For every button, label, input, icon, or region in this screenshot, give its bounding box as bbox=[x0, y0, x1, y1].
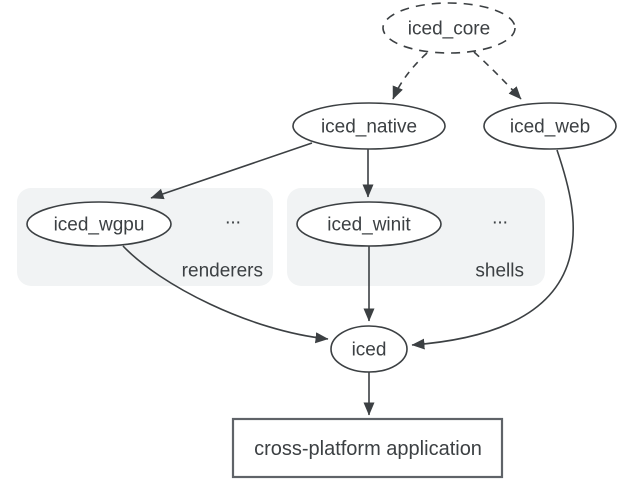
iced-native-ellipse bbox=[292, 102, 446, 150]
iced-core-label: iced_core bbox=[408, 19, 490, 40]
node-iced-core: iced_core bbox=[382, 2, 516, 54]
iced-web-label: iced_web bbox=[510, 117, 590, 138]
shells-ellipsis: ... bbox=[492, 208, 508, 229]
application-rect bbox=[231, 417, 504, 479]
iced-ellipse bbox=[330, 325, 408, 373]
renderers-group-label: renderers bbox=[182, 261, 263, 282]
node-iced-winit: iced_winit bbox=[296, 201, 442, 247]
iced-winit-ellipse bbox=[296, 201, 442, 247]
node-iced-web: iced_web bbox=[483, 102, 617, 150]
node-cross-platform-application: cross-platform application bbox=[231, 417, 504, 479]
iced-native-label: iced_native bbox=[321, 117, 417, 138]
edge-iced_wgpu-to-iced bbox=[122, 245, 329, 344]
renderers-ellipsis: ... bbox=[225, 208, 241, 229]
edge-iced_web-to-iced bbox=[411, 149, 575, 350]
iced-wgpu-ellipse bbox=[26, 201, 172, 247]
edge-iced_core-to-iced_web bbox=[473, 51, 522, 100]
node-iced-native: iced_native bbox=[292, 102, 446, 150]
iced-web-ellipse bbox=[483, 102, 617, 150]
node-iced: iced bbox=[330, 325, 408, 373]
edge-iced_core-to-iced_native bbox=[392, 52, 428, 100]
node-iced-wgpu: iced_wgpu bbox=[26, 201, 172, 247]
application-label: cross-platform application bbox=[254, 438, 482, 460]
iced-core-ellipse bbox=[382, 2, 516, 54]
iced-wgpu-label: iced_wgpu bbox=[54, 215, 145, 236]
iced-label: iced bbox=[352, 340, 387, 361]
edge-iced_native-to-iced_wgpu bbox=[150, 142, 313, 200]
iced-winit-label: iced_winit bbox=[327, 215, 411, 236]
shells-group-label: shells bbox=[475, 261, 524, 282]
